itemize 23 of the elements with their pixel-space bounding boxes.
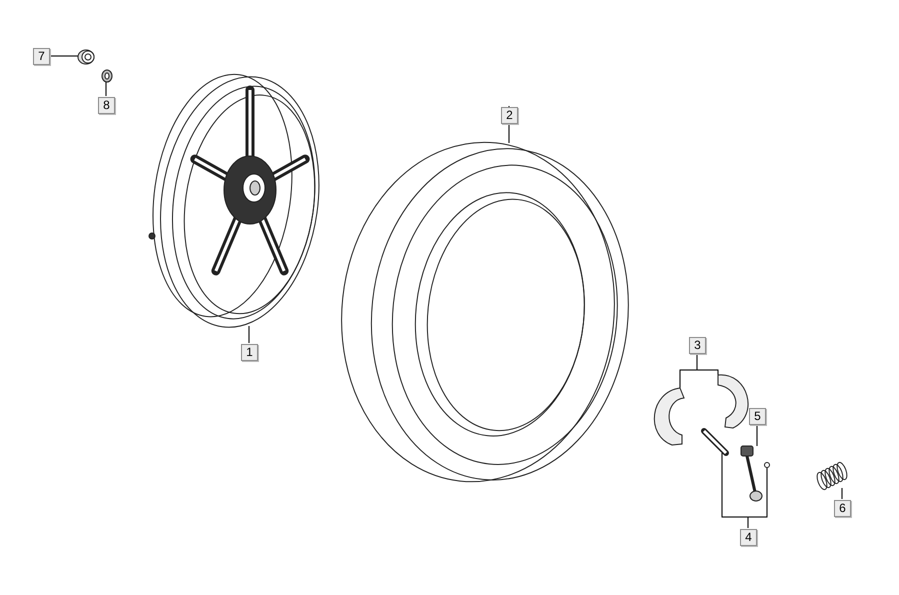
brake-lever-drawing <box>740 446 762 502</box>
brake-shoe-drawing <box>654 388 684 446</box>
brake-shoe-drawing <box>718 374 748 428</box>
tire-drawing <box>341 142 629 482</box>
spring-drawing <box>816 462 848 490</box>
leader-line <box>508 106 510 144</box>
callout-number: 1 <box>241 344 258 361</box>
callout-number: 4 <box>740 529 757 546</box>
leader-line <box>696 354 718 376</box>
wheel-rim-drawing <box>148 74 320 328</box>
callout-number: 3 <box>689 337 706 354</box>
washer-drawing <box>102 70 112 82</box>
ring-drawing <box>764 462 770 468</box>
callout-number: 8 <box>98 97 115 114</box>
cam-shaft-drawing <box>701 428 729 456</box>
callout-number: 6 <box>834 500 851 517</box>
leader-line <box>248 326 250 344</box>
callout-number: 5 <box>749 408 766 425</box>
nut-drawing <box>78 50 94 64</box>
leader-line <box>756 424 758 446</box>
leader-line <box>748 468 768 528</box>
callout-number: 2 <box>501 107 518 124</box>
callout-number: 7 <box>33 48 50 65</box>
